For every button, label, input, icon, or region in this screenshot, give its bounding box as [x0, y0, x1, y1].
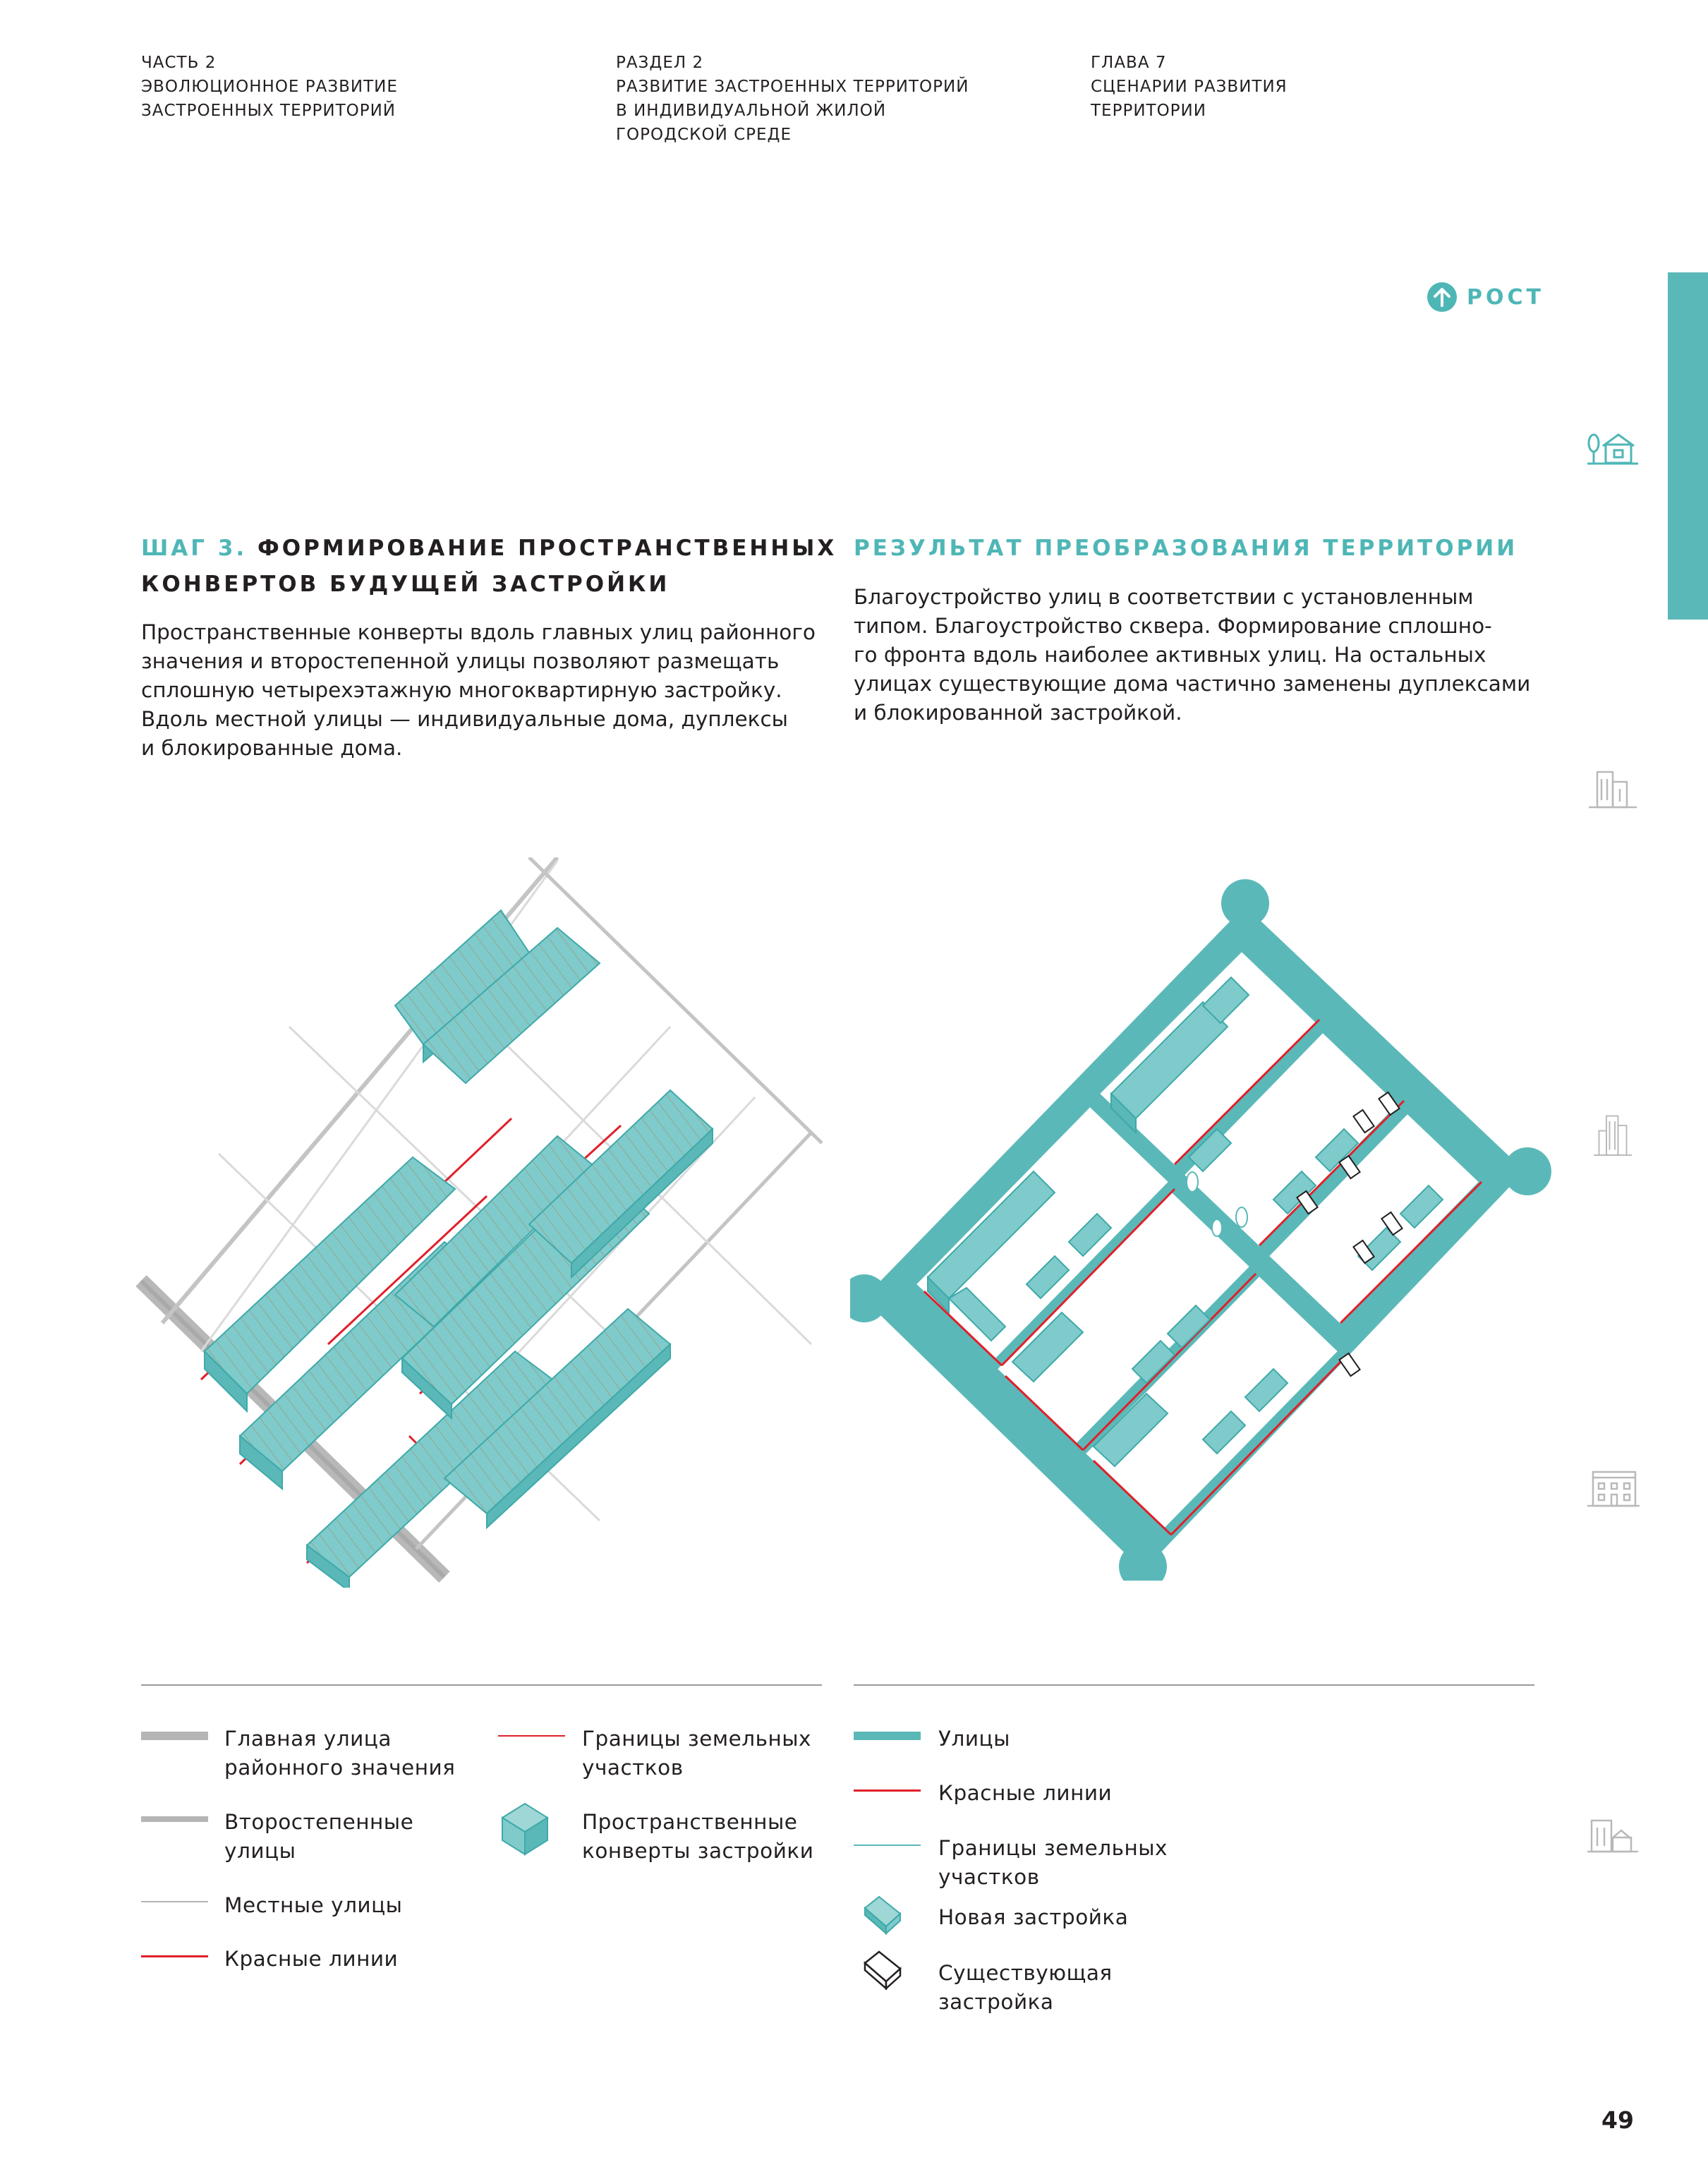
step-body: Пространственные конверты вдоль главных … [141, 618, 816, 763]
main-street-swatch [141, 1732, 208, 1740]
legend-text: районного значения [224, 1756, 456, 1780]
legend-text: Красные линии [224, 1947, 399, 1971]
legend-streets: Улицы [938, 1725, 1010, 1753]
envelope-block [422, 926, 601, 1085]
step-body-line: значения и второстепенной улицы позволяю… [141, 649, 780, 673]
growth-badge-label: РОСТ [1467, 284, 1544, 310]
result-body-line: типом. Благоустройство сквера. Формирова… [854, 614, 1492, 638]
header-chapter-line: ГЛАВА 7 [1091, 54, 1167, 72]
tower-building-icon[interactable] [1585, 1115, 1641, 1157]
legend-text: Границы земельных [938, 1836, 1168, 1860]
legend-text: Местные улицы [224, 1893, 403, 1917]
envelope-icon [501, 1802, 549, 1856]
envelope-block [204, 1349, 248, 1413]
arrow-up-circle-icon [1427, 282, 1457, 312]
legend-text: улицы [224, 1839, 296, 1863]
legend-text: участков [582, 1756, 684, 1780]
legend-red-lines: Красные линии [224, 1945, 398, 1974]
envelope-block [486, 1342, 671, 1530]
step-title: ШАГ 3. ФОРМИРОВАНИЕ ПРОСТРАНСТВЕННЫХ КОН… [141, 531, 837, 603]
header-section-line: ГОРОДСКОЙ СРЕДЕ [616, 126, 792, 144]
legend-text: конверты застройки [582, 1839, 814, 1863]
legend-divider-left [141, 1684, 822, 1686]
plot-border-swatch [498, 1735, 565, 1737]
midrise-building-icon[interactable] [1585, 769, 1641, 811]
square-trees [1186, 1171, 1248, 1237]
envelope-block [239, 1434, 283, 1491]
legend-plots-right: Границы земельных участков [938, 1834, 1168, 1892]
step-title-line: КОНВЕРТОВ БУДУЩЕЙ ЗАСТРОЙКИ [141, 572, 670, 597]
result-map [850, 879, 1551, 1581]
result-body-line: го фронта вдоль наиболее активных улиц. … [854, 643, 1486, 667]
legend-text: участков [938, 1865, 1040, 1889]
city-block [1269, 1114, 1479, 1324]
legend-text: Главная улица [224, 1727, 392, 1751]
local-street [288, 1025, 643, 1367]
header-part-line: ЗАСТРОЕННЫХ ТЕРРИТОРИЙ [141, 102, 396, 120]
new-building-icon [864, 1895, 902, 1935]
legend-text: Границы земельных [582, 1727, 812, 1751]
page-number: 49 [1601, 2106, 1634, 2134]
legend-text: Красные линии [938, 1781, 1113, 1805]
red-line-swatch [141, 1955, 208, 1957]
legend-text: Второстепенные [224, 1810, 414, 1834]
secondary-street [528, 857, 823, 1145]
existing-buildings [1296, 1091, 1403, 1377]
legend-new-build: Новая застройка [938, 1903, 1128, 1932]
legend-secondary: Второстепенные улицы [224, 1808, 413, 1866]
result-body-line: и блокированной застройкой. [854, 701, 1182, 725]
legend-divider-right [854, 1684, 1534, 1686]
legend-text: застройка [938, 1990, 1054, 2014]
header-part-line: ЧАСТЬ 2 [141, 54, 217, 72]
apartment-block-icon[interactable] [1585, 1468, 1641, 1510]
step-number: ШАГ 3. [141, 536, 248, 561]
legend-text: Улицы [938, 1727, 1010, 1751]
header-section-line: РАЗДЕЛ 2 [616, 54, 704, 72]
red-line-swatch [854, 1789, 921, 1792]
header-chapter-line: СЦЕНАРИИ РАЗВИТИЯ [1091, 78, 1288, 96]
chapter-tab-marker [1668, 272, 1708, 620]
legend-existing: Существующая застройка [938, 1959, 1113, 2017]
envelopes-map [135, 857, 823, 1588]
step-body-line: Пространственные конверты вдоль главных … [141, 620, 816, 644]
header-section-line: РАЗВИТИЕ ЗАСТРОЕННЫХ ТЕРРИТОРИЙ [616, 78, 969, 96]
legend-envelopes: Пространственные конверты застройки [582, 1808, 813, 1866]
result-body: Благоустройство улиц в соответствии с ус… [854, 583, 1530, 728]
existing-building-icon [864, 1950, 902, 1990]
streets-swatch [854, 1732, 921, 1740]
legend-local: Местные улицы [224, 1891, 402, 1920]
envelope-block [306, 1544, 350, 1588]
header-part-line: ЭВОЛЮЦИОННОЕ РАЗВИТИЕ [141, 78, 398, 96]
legend-text: Новая застройка [938, 1905, 1129, 1929]
header-chapter: ГЛАВА 7 СЦЕНАРИИ РАЗВИТИЯ ТЕРРИТОРИИ [1091, 51, 1288, 123]
step-body-line: сплошную четырехэтажную многоквартирную … [141, 678, 782, 702]
legend-text: Существующая [938, 1961, 1113, 1985]
new-buildings [926, 976, 1444, 1468]
envelope-block [571, 1127, 713, 1279]
mixed-buildings-icon[interactable] [1585, 1813, 1641, 1856]
envelope-block [401, 1356, 452, 1420]
legend-plots: Границы земельных участков [582, 1725, 811, 1782]
growth-badge: РОСТ [1427, 282, 1544, 312]
result-title: РЕЗУЛЬТАТ ПРЕОБРАЗОВАНИЯ ТЕРРИТОРИИ [854, 536, 1518, 561]
local-street-swatch [141, 1901, 208, 1902]
result-body-line: улицах существующие дома частично замене… [854, 672, 1531, 696]
header-section-line: В ИНДИВИДУАЛЬНОЙ ЖИЛОЙ [616, 102, 887, 120]
header-chapter-line: ТЕРРИТОРИИ [1091, 102, 1206, 120]
plot-border-swatch [854, 1845, 921, 1846]
legend-red-lines-right: Красные линии [938, 1779, 1112, 1808]
red-lines [923, 1018, 1483, 1536]
header-section: РАЗДЕЛ 2 РАЗВИТИЕ ЗАСТРОЕННЫХ ТЕРРИТОРИЙ… [616, 51, 969, 147]
legend-main-street: Главная улица районного значения [224, 1725, 455, 1782]
building-envelopes [203, 909, 714, 1588]
legend-text: Пространственные [582, 1810, 798, 1834]
secondary-street-swatch [141, 1816, 208, 1822]
step-title-line: ФОРМИРОВАНИЕ ПРОСТРАНСТВЕННЫХ [257, 536, 837, 561]
blocks [916, 952, 1479, 1528]
result-body-line: Благоустройство улиц в соответствии с ус… [854, 585, 1474, 609]
house-tree-icon[interactable] [1585, 426, 1641, 469]
step-body-line: Вдоль местной улицы — индивидуальные дом… [141, 707, 788, 731]
header-part: ЧАСТЬ 2 ЭВОЛЮЦИОННОЕ РАЗВИТИЕ ЗАСТРОЕННЫ… [141, 51, 398, 123]
step-body-line: и блокированные дома. [141, 736, 403, 760]
